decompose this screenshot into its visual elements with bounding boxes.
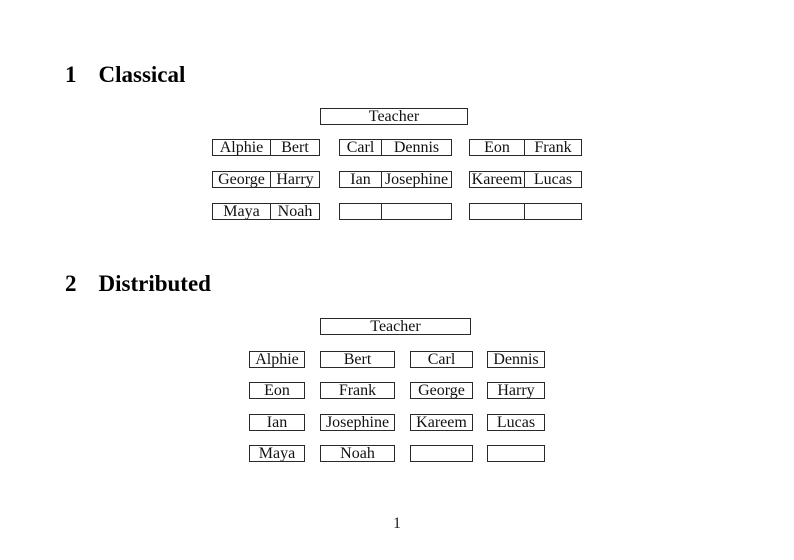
desk-seat: [340, 204, 382, 219]
desk-seat: Maya: [213, 204, 271, 219]
desk-seat: Harry: [276, 172, 314, 187]
section-title: Classical: [98, 62, 186, 87]
desk: Maya: [249, 445, 305, 462]
teacher-box-classical: Teacher: [320, 108, 468, 125]
desk-seat: Kareem: [416, 415, 467, 430]
desk-seat: [470, 204, 525, 219]
desk: Lucas: [487, 414, 545, 431]
desk-seat: [411, 446, 472, 461]
desk: Kareem: [410, 414, 473, 431]
desk: Bert: [320, 351, 395, 368]
desk: Harry: [487, 382, 545, 399]
desk-seat: Eon: [264, 383, 290, 398]
desk: Kareem Lucas: [469, 171, 582, 188]
desk: Eon: [249, 382, 305, 399]
desk-seat: Noah: [277, 204, 313, 219]
desk-seat: Eon: [470, 140, 525, 155]
desk-seat: Bert: [281, 140, 309, 155]
page-number: 1: [393, 515, 401, 532]
desk: [410, 445, 473, 462]
desk-seat: Alphie: [213, 140, 271, 155]
desk: Josephine: [320, 414, 395, 431]
desk: George: [410, 382, 473, 399]
desk: Carl Dennis: [339, 139, 452, 156]
section-number: 2: [65, 271, 77, 296]
desk-seat: Ian: [340, 172, 382, 187]
desk-seat: Ian: [266, 415, 288, 430]
teacher-box-distributed: Teacher: [320, 318, 471, 335]
desk: Ian Josephine: [339, 171, 452, 188]
desk: [469, 203, 582, 220]
desk-seat: [488, 446, 544, 461]
desk-seat: Bert: [343, 352, 372, 367]
desk: [487, 445, 545, 462]
desk-seat: Kareem: [470, 172, 525, 187]
section-title: Distributed: [98, 271, 211, 296]
desk: George Harry: [212, 171, 320, 188]
desk-seat: Harry: [497, 383, 535, 398]
desk: Ian: [249, 414, 305, 431]
desk-seat: George: [213, 172, 271, 187]
desk-seat: Lucas: [533, 172, 573, 187]
desk-seat: George: [418, 383, 465, 398]
desk: Eon Frank: [469, 139, 582, 156]
desk-seat: Maya: [258, 446, 296, 461]
desk: Maya Noah: [212, 203, 320, 220]
desk-seat: [382, 204, 451, 219]
desk-seat: Lucas: [496, 415, 536, 430]
section-number: 1: [65, 62, 77, 87]
section-heading-classical: 1 Classical: [65, 63, 185, 86]
desk: Alphie: [249, 351, 305, 368]
desk-seat: Dennis: [493, 352, 539, 367]
desk: Dennis: [487, 351, 545, 368]
desk-seat: Noah: [340, 446, 375, 461]
desk: Frank: [320, 382, 395, 399]
teacher-label: Teacher: [368, 109, 420, 124]
desk-seat: Frank: [338, 383, 377, 398]
desk: [339, 203, 452, 220]
desk-seat: Josephine: [325, 415, 390, 430]
desk-seat: Carl: [427, 352, 456, 367]
desk-seat: Carl: [340, 140, 382, 155]
desk: Carl: [410, 351, 473, 368]
desk-seat: Josephine: [384, 172, 449, 187]
desk-seat: [525, 204, 581, 219]
section-heading-distributed: 2 Distributed: [65, 272, 211, 295]
desk: Alphie Bert: [212, 139, 320, 156]
desk-seat: Dennis: [393, 140, 440, 155]
desk-seat: Alphie: [255, 352, 299, 367]
desk: Noah: [320, 445, 395, 462]
desk-seat: Frank: [534, 140, 572, 155]
teacher-label: Teacher: [370, 319, 421, 334]
